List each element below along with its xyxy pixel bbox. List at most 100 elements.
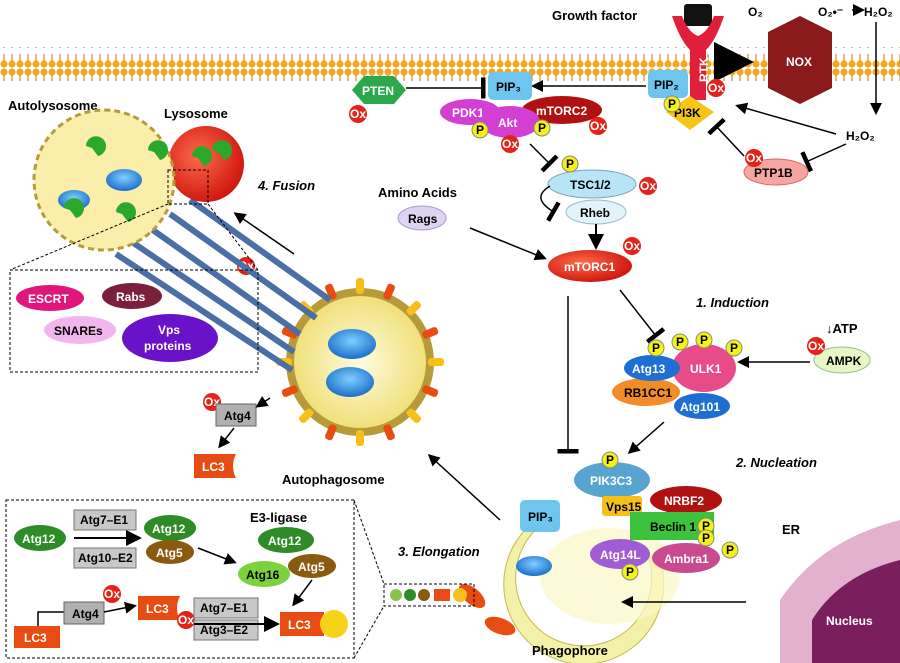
e3-ligase-label: E3-ligase bbox=[250, 510, 307, 525]
lc3-mid-node bbox=[194, 454, 236, 478]
h2o2-inhibits-ptp1b bbox=[800, 143, 847, 173]
pten-label: PTEN bbox=[362, 84, 394, 98]
pik3c3-node bbox=[574, 462, 650, 498]
tsc-inhibits-rheb bbox=[540, 185, 561, 222]
zoom-line bbox=[353, 499, 385, 585]
ox-text: Ox bbox=[178, 613, 194, 627]
lc3-spike-icon bbox=[356, 430, 364, 446]
pip2-node bbox=[648, 70, 688, 98]
lc3-spike-icon bbox=[383, 283, 395, 300]
atp-label: ↓ATP bbox=[826, 321, 858, 336]
pik3c3-label: PIK3C3 bbox=[590, 474, 632, 488]
ampk-node bbox=[813, 346, 871, 374]
growth-factor-ligand bbox=[684, 4, 712, 26]
atg7-e1-b-node bbox=[193, 597, 259, 619]
escrt-label: ESCRT bbox=[28, 292, 69, 306]
amino-acids-label: Amino Acids bbox=[378, 185, 457, 200]
vps-proteins-label-1: Vps bbox=[158, 323, 180, 337]
lc3-spike-icon bbox=[325, 283, 337, 300]
ox-text: Ox bbox=[808, 339, 824, 353]
atg101-node bbox=[674, 393, 730, 419]
e3-ligase-arrow bbox=[292, 579, 313, 607]
lc3-processing-line bbox=[37, 611, 64, 626]
rtk-receptor bbox=[672, 16, 724, 100]
lc3-marker-icon bbox=[434, 589, 450, 601]
ox-text: Ox bbox=[640, 179, 656, 193]
ox-text: Ox bbox=[624, 239, 640, 253]
mitochondrion-icon bbox=[516, 556, 552, 576]
lc3-b-node bbox=[138, 596, 180, 620]
rags-label: Rags bbox=[408, 212, 438, 226]
nucleus-shape bbox=[812, 560, 900, 663]
pten-node bbox=[352, 76, 406, 104]
mitochondrion-icon bbox=[326, 367, 374, 397]
ptp1b-node bbox=[743, 158, 809, 186]
snares-label: SNAREs bbox=[54, 324, 103, 338]
induction-label: 1. Induction bbox=[696, 295, 769, 310]
lc3-spike-icon bbox=[281, 385, 298, 397]
ox-badge bbox=[349, 105, 367, 123]
h2o2-right-label: H₂O₂ bbox=[846, 129, 875, 143]
p-badge bbox=[725, 339, 743, 357]
atg12-b-label: Atg12 bbox=[152, 522, 186, 536]
ox-badge bbox=[177, 611, 195, 629]
akt-inhibits-tsc bbox=[529, 143, 559, 173]
nox-hexagon bbox=[768, 16, 832, 104]
o2-label: O₂ bbox=[748, 5, 763, 19]
lysosome-label: Lysosome bbox=[164, 106, 228, 121]
atg12-a-label: Atg12 bbox=[22, 532, 56, 546]
fusion-label: 4. Fusion bbox=[257, 178, 315, 193]
atg13-label: Atg13 bbox=[632, 362, 666, 376]
ulk1-label: ULK1 bbox=[690, 362, 722, 376]
lc3-c-node bbox=[280, 612, 324, 636]
elongation-label: 3. Elongation bbox=[398, 544, 480, 559]
pdk1-label: PDK1 bbox=[452, 106, 484, 120]
atg3-e2-label: Atg3–E2 bbox=[200, 623, 248, 637]
lc3-spike-icon bbox=[406, 301, 421, 316]
vps-proteins-node bbox=[122, 314, 218, 362]
pip3-top-label: PIP₃ bbox=[496, 80, 521, 94]
lc3-spike-icon bbox=[422, 327, 439, 339]
atg5-c-node bbox=[288, 554, 336, 578]
p-text: P bbox=[476, 123, 484, 137]
autolysosome bbox=[32, 108, 176, 252]
vps-proteins-label-2: proteins bbox=[144, 339, 192, 353]
beclin1-label: Beclin 1 bbox=[650, 520, 696, 534]
atg4-box-label: Atg4 bbox=[72, 607, 99, 621]
atg5-c-label: Atg5 bbox=[298, 560, 325, 574]
phagophore-label: Phagophore bbox=[532, 643, 608, 658]
mtorc1-inhibits-ulk1 bbox=[619, 289, 666, 344]
fusion-arrow bbox=[233, 212, 295, 255]
atg-marker-icon bbox=[418, 589, 430, 601]
akt-label: Akt bbox=[498, 116, 517, 130]
lc3-spike-icon bbox=[422, 385, 439, 397]
p-text: P bbox=[676, 335, 684, 349]
atg5-b-label: Atg5 bbox=[156, 546, 183, 560]
pe-lipid-icon bbox=[320, 610, 348, 638]
lc3-c-label: LC3 bbox=[288, 618, 311, 632]
snares-node bbox=[44, 316, 116, 344]
ox-badge bbox=[623, 237, 641, 255]
lc3-a-label: LC3 bbox=[24, 631, 47, 645]
atg101-label: Atg101 bbox=[680, 400, 720, 414]
pip3-top-node bbox=[488, 72, 532, 100]
lc3-b-label: LC3 bbox=[146, 602, 169, 616]
growth-factor-label: Growth factor bbox=[552, 8, 637, 23]
p-badge bbox=[671, 333, 689, 351]
p-badge bbox=[695, 331, 713, 349]
plasma-membrane bbox=[0, 47, 900, 81]
atg4-mid-label: Atg4 bbox=[224, 409, 251, 423]
nucleation-label: 2. Nucleation bbox=[735, 455, 817, 470]
ptp1b-label: PTP1B bbox=[754, 166, 793, 180]
p-badge bbox=[533, 119, 551, 137]
p-badge bbox=[721, 541, 739, 559]
atg5-b-node bbox=[146, 540, 194, 564]
atg4-mid-node bbox=[215, 403, 257, 427]
pip3-bottom-node bbox=[520, 500, 560, 532]
p-text: P bbox=[566, 157, 574, 171]
p-text: P bbox=[652, 341, 660, 355]
atg16-label: Atg16 bbox=[246, 568, 280, 582]
lc3-marker-icon bbox=[458, 584, 486, 608]
